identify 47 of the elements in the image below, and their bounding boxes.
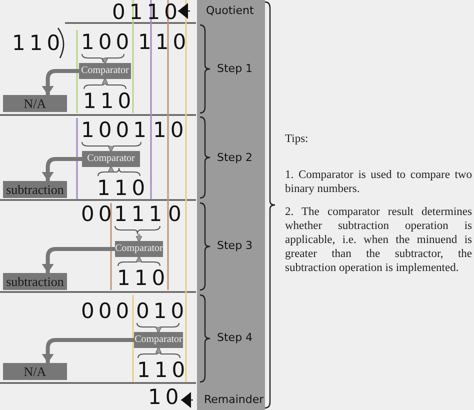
minuend-digits: 1001 (81, 119, 145, 141)
divisor-digits: 110 (83, 90, 130, 112)
arrow (155, 346, 162, 354)
tip-text: 2. The comparator result determines whether subtraction operation is applicable, i.e. when the minuend is greater than the subtractor, the subtraction operation is implemented. (285, 205, 472, 275)
comparator-block: Comparator (82, 151, 140, 167)
comparator-block: Comparator (134, 332, 183, 348)
quotient-label: Quotient (206, 3, 262, 19)
arrow (42, 338, 134, 363)
minuend-digits: 100 (81, 31, 128, 53)
comparator-block: Comparator (79, 63, 131, 79)
tips-heading: Tips: (285, 132, 310, 146)
arrow (108, 166, 114, 172)
divisor-digits: 110 (12, 32, 62, 54)
tip-text: 1. Comparator is used to compare two binary numbers. (285, 168, 472, 196)
divisor-digits: 110 (137, 359, 184, 381)
result-box: subtraction (3, 181, 67, 198)
minuend-digits: 010 (136, 300, 183, 322)
result-box: N/A (3, 95, 67, 112)
dividend-digits: 10 (153, 119, 183, 141)
arrow (136, 234, 142, 242)
arrow (136, 256, 142, 262)
step-label: Step 2 (217, 150, 254, 166)
step-label: Step 3 (217, 238, 254, 254)
remainder-label: Remainder (204, 392, 262, 408)
arrow (42, 157, 82, 181)
arrow (102, 78, 108, 84)
divisor-digits: 110 (117, 267, 164, 289)
step-label: Step 1 (217, 61, 254, 77)
arrow (108, 146, 114, 152)
result-box: subtraction (3, 273, 67, 290)
divisor-digits: 110 (97, 177, 144, 199)
dividend-digits: 000 (81, 300, 129, 322)
minuend-digits: 111 (114, 203, 164, 225)
dividend-digits: 00 (81, 203, 111, 225)
arrow (42, 69, 79, 95)
arrow (42, 247, 115, 273)
remainder-digits: 10 (148, 386, 181, 408)
quotient-digits: 0110 (112, 1, 178, 23)
result-box: N/A (3, 363, 67, 380)
dividend-digits: 0 (168, 203, 184, 225)
arrow (155, 326, 162, 334)
comparator-block: Comparator (115, 241, 163, 257)
arrow (102, 58, 108, 64)
arrow (178, 3, 190, 19)
arrow (180, 392, 194, 408)
dividend-digits: 110 (138, 31, 188, 53)
step-label: Step 4 (217, 330, 254, 346)
